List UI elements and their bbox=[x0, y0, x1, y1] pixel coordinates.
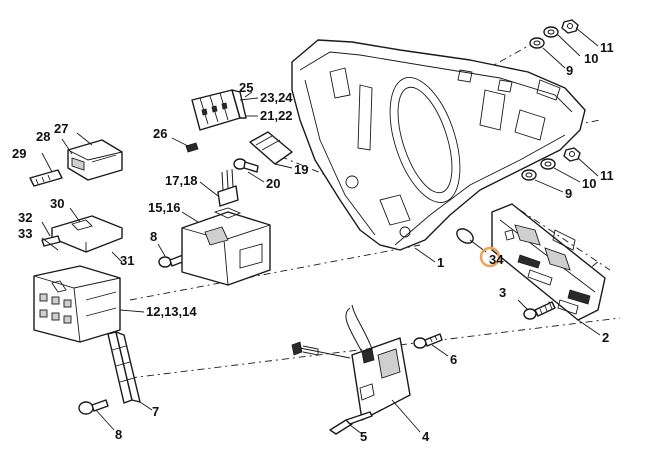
label-11-upper: 11 bbox=[600, 40, 614, 55]
transformer-part-15-16 bbox=[181, 207, 271, 286]
label-1: 1 bbox=[437, 255, 444, 270]
label-34: 34 bbox=[489, 252, 504, 267]
label-10-lower: 10 bbox=[582, 176, 596, 191]
contactor-part-12-14 bbox=[33, 265, 121, 343]
control-board-part-4 bbox=[291, 304, 411, 421]
washer-nut-set-lower bbox=[521, 147, 581, 181]
highlight-circle bbox=[479, 246, 501, 268]
connector-part-17-18 bbox=[217, 168, 239, 207]
label-6: 6 bbox=[450, 352, 457, 367]
rail-part-19 bbox=[249, 131, 293, 165]
label-21-22: 21,22 bbox=[260, 108, 293, 123]
label-31: 31 bbox=[120, 253, 134, 268]
relay-part-27-28 bbox=[67, 139, 123, 181]
label-4: 4 bbox=[422, 429, 430, 444]
clip-part-26 bbox=[185, 142, 199, 153]
din-rail-part-7 bbox=[107, 331, 141, 404]
label-29: 29 bbox=[12, 146, 26, 161]
label-3: 3 bbox=[499, 285, 506, 300]
screw-part-6 bbox=[413, 333, 443, 349]
fuse-part-32-33 bbox=[41, 235, 61, 247]
terminal-block-part-21-25 bbox=[191, 89, 247, 131]
label-9-lower: 9 bbox=[565, 186, 572, 201]
strip-part-29 bbox=[29, 169, 63, 187]
label-30: 30 bbox=[50, 196, 64, 211]
label-5: 5 bbox=[360, 429, 367, 444]
screw-part-8-upper bbox=[158, 254, 186, 268]
label-15-16: 15,16 bbox=[148, 200, 181, 215]
screw-part-3 bbox=[523, 301, 556, 320]
label-25: 25 bbox=[239, 80, 253, 95]
label-33: 33 bbox=[18, 226, 32, 241]
label-7: 7 bbox=[152, 404, 159, 419]
label-9-upper: 9 bbox=[566, 63, 573, 78]
label-27: 27 bbox=[54, 121, 68, 136]
label-8-upper: 8 bbox=[150, 229, 157, 244]
label-11-lower: 11 bbox=[600, 168, 614, 183]
label-2: 2 bbox=[602, 330, 609, 345]
screw-part-8-lower bbox=[78, 399, 109, 415]
ring-part-34 bbox=[456, 228, 501, 268]
base-part-30-31 bbox=[51, 215, 123, 253]
washer-nut-set-upper bbox=[529, 19, 579, 49]
label-28: 28 bbox=[36, 129, 50, 144]
label-19: 19 bbox=[294, 162, 308, 177]
label-17-18: 17,18 bbox=[165, 173, 198, 188]
label-32: 32 bbox=[18, 210, 32, 225]
circuit-board-part-2 bbox=[491, 203, 606, 321]
label-10-upper: 10 bbox=[584, 51, 598, 66]
label-12-13-14: 12,13,14 bbox=[146, 304, 197, 319]
screw-part-20 bbox=[233, 158, 259, 173]
label-26: 26 bbox=[153, 126, 167, 141]
label-23-24: 23,24 bbox=[260, 90, 293, 105]
label-20: 20 bbox=[266, 176, 280, 191]
label-8-lower: 8 bbox=[115, 427, 122, 442]
leader-lines bbox=[41, 27, 601, 435]
part-labels: 1 2 3 34 4 5 6 7 8 8 9 9 10 10 11 11 12,… bbox=[12, 40, 614, 444]
pin-part-5 bbox=[329, 411, 373, 435]
housing-part-1 bbox=[291, 39, 586, 251]
